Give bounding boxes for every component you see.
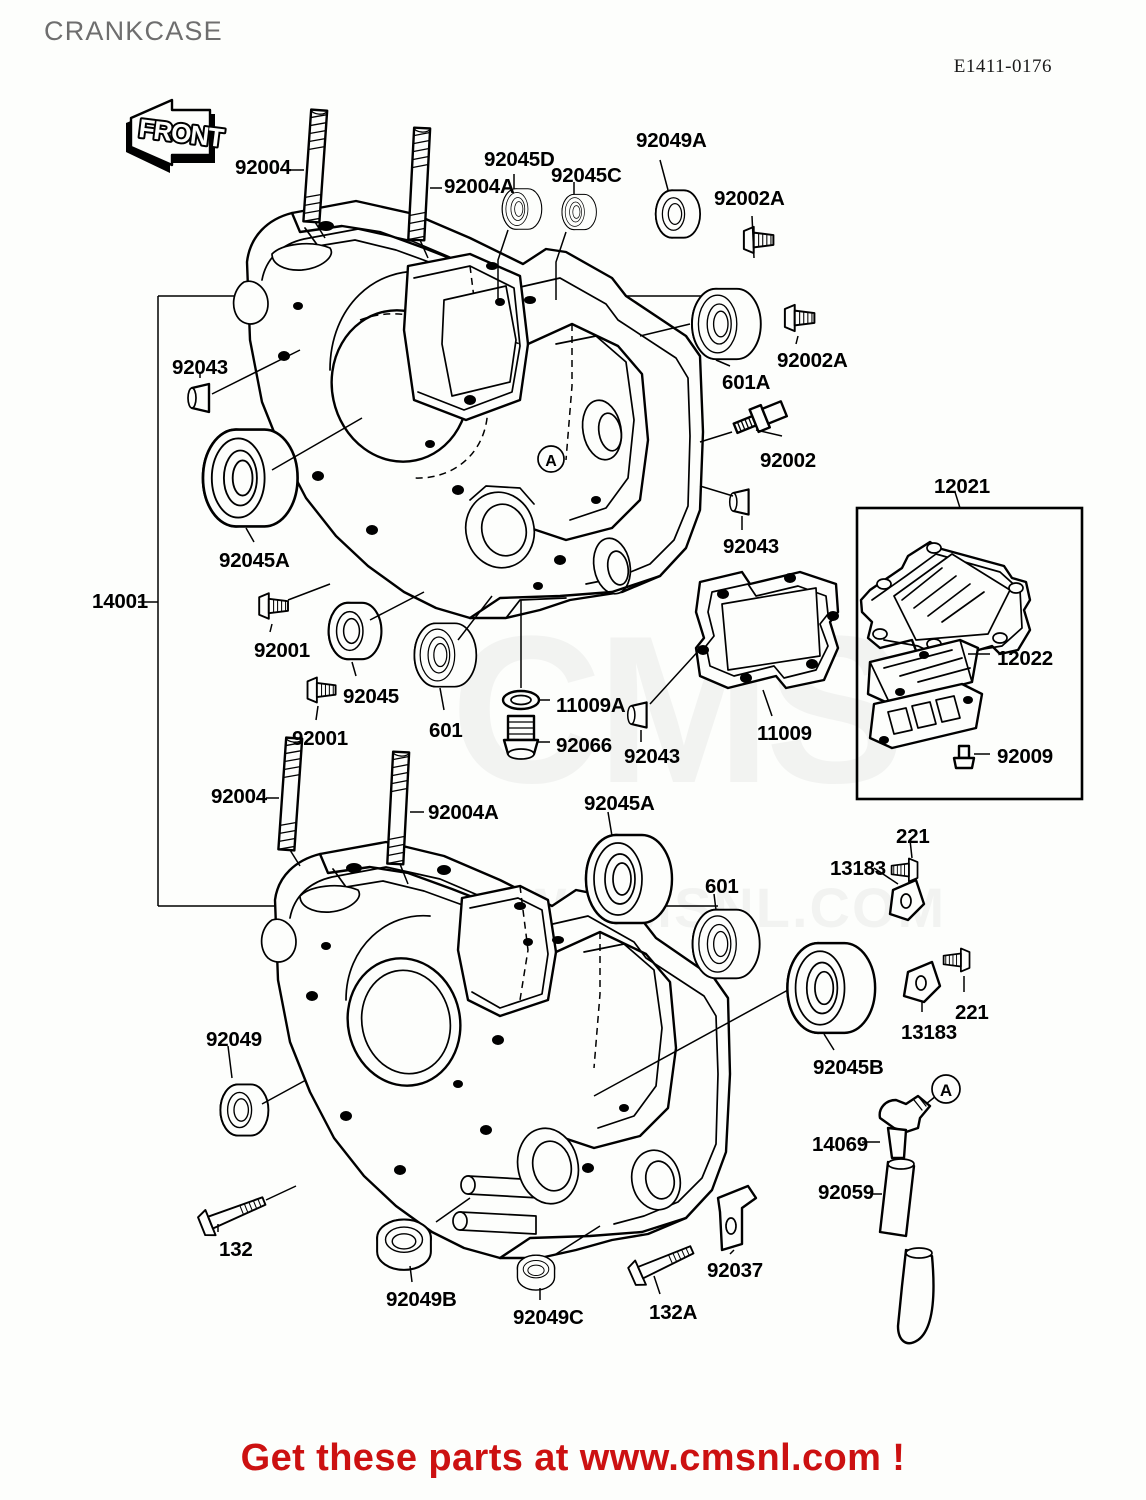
- callout-221[interactable]: 221: [955, 1001, 989, 1024]
- reference-marker-a-breather: A: [931, 1074, 961, 1104]
- callout-92045c[interactable]: 92045C: [551, 164, 622, 187]
- part-13183-clip-top: [873, 867, 926, 922]
- callout-92002a[interactable]: 92002A: [714, 187, 785, 210]
- callout-92066[interactable]: 92066: [556, 734, 613, 757]
- footer-cta: Get these parts at www.cmsnl.com !: [240, 1437, 906, 1479]
- part-132-bolt: [195, 1185, 297, 1240]
- part-92004-stud-top: [290, 108, 329, 239]
- part-92049-oil-seal: [219, 1045, 307, 1137]
- page-title: CRANKCASE: [44, 16, 223, 46]
- callout-132[interactable]: 132: [219, 1238, 253, 1261]
- callout-12022[interactable]: 12022: [997, 647, 1054, 670]
- callout-601a[interactable]: 601A: [722, 371, 771, 394]
- part-92002a-screw-top: [742, 215, 775, 259]
- callout-601[interactable]: 601: [429, 719, 463, 742]
- part-92049c-oil-seal: [516, 1225, 601, 1300]
- part-92066-drain-plug: [502, 714, 550, 760]
- callout-92043[interactable]: 92043: [723, 535, 780, 558]
- part-13183-clip-low: [902, 960, 942, 1012]
- part-221-screw-top: [890, 839, 919, 883]
- callout-13183[interactable]: 13183: [901, 1021, 958, 1044]
- part-92049b-oil-seal: [376, 1197, 471, 1283]
- part-92059-breather-hose: [870, 1158, 935, 1345]
- part-92004-stud-low: [266, 736, 304, 867]
- part-92002-plug: [699, 400, 789, 443]
- part-92009-screw: [952, 744, 990, 770]
- callout-92001[interactable]: 92001: [254, 639, 311, 662]
- part-12022-reed-petals: [866, 638, 990, 706]
- callout-92059[interactable]: 92059: [818, 1181, 875, 1204]
- callout-11009a[interactable]: 11009A: [556, 694, 626, 717]
- callout-92043[interactable]: 92043: [172, 356, 229, 379]
- callout-92045b[interactable]: 92045B: [813, 1056, 884, 1079]
- part-92049a-oil-seal: [654, 159, 702, 239]
- callout-92004[interactable]: 92004: [211, 785, 268, 808]
- part-92043-dowel-left: [186, 349, 301, 414]
- part-11009a-gasket: [501, 600, 550, 711]
- callout-92049[interactable]: 92049: [206, 1028, 263, 1051]
- callout-92004[interactable]: 92004: [235, 156, 292, 179]
- lower-crankcase-half: [260, 840, 732, 1260]
- callout-221[interactable]: 221: [896, 825, 930, 848]
- part-92001-screw-upper: [258, 583, 331, 633]
- part-92045b-bearing: [593, 941, 877, 1097]
- callout-132a[interactable]: 132A: [649, 1301, 698, 1324]
- part-92004a-stud-top: [407, 126, 442, 259]
- callout-12021[interactable]: 12021: [934, 475, 991, 498]
- reference-marker-a-crankcase: A: [537, 445, 565, 473]
- part-601-bearing-upper: [413, 595, 493, 711]
- part-92043-dowel-mid: [699, 485, 750, 530]
- callout-11009[interactable]: 11009: [757, 722, 812, 745]
- callout-92004a[interactable]: 92004A: [444, 175, 515, 198]
- callout-92045[interactable]: 92045: [343, 685, 400, 708]
- part-221-screw-low: [942, 947, 971, 992]
- upper-crankcase-half: [232, 199, 705, 620]
- diagram-code: E1411-0176: [953, 56, 1052, 77]
- svg-text:A: A: [545, 453, 557, 470]
- callout-14069[interactable]: 14069: [812, 1133, 869, 1156]
- part-11009-reed-gasket: [694, 570, 840, 717]
- callout-92009[interactable]: 92009: [997, 745, 1054, 768]
- callout-92002[interactable]: 92002: [760, 449, 817, 472]
- part-14069-breather-fitting: [862, 1094, 937, 1160]
- callout-92001[interactable]: 92001: [292, 727, 349, 750]
- part-92045a-bearing-upper: [201, 417, 363, 543]
- callout-14001[interactable]: 14001: [92, 590, 149, 613]
- callout-92049a[interactable]: 92049A: [636, 129, 707, 152]
- callout-92037[interactable]: 92037: [707, 1259, 764, 1282]
- callout-92049b[interactable]: 92049B: [386, 1288, 457, 1311]
- front-direction-marker: FRONT FRONT: [126, 98, 228, 173]
- part-reed-stopper-plate: [868, 682, 984, 750]
- callout-601[interactable]: 601: [705, 875, 739, 898]
- part-92004a-stud-low: [386, 750, 424, 885]
- callout-92002a[interactable]: 92002A: [777, 349, 848, 372]
- callout-92045a[interactable]: 92045A: [584, 792, 655, 815]
- callout-92045a[interactable]: 92045A: [219, 549, 290, 572]
- part-92045-seal: [327, 591, 425, 677]
- callout-92004a[interactable]: 92004A: [428, 801, 499, 824]
- part-132a-bolt: [625, 1236, 699, 1295]
- part-601-bearing-lower: [691, 893, 761, 980]
- callout-92045d[interactable]: 92045D: [484, 148, 555, 171]
- part-92045c-bearing: [555, 182, 597, 300]
- assembly-box-12021: [855, 491, 1084, 801]
- part-92002a-screw-mid: [783, 303, 816, 345]
- part-12021-reed-valve-body: [859, 540, 1032, 664]
- part-92037-bracket: [716, 1184, 758, 1255]
- part-92045a-bearing-lower: [584, 811, 674, 925]
- part-92001-screw-lower: [306, 676, 337, 721]
- part-92045d-bearing: [497, 174, 543, 300]
- callout-92043[interactable]: 92043: [624, 745, 681, 768]
- callout-92049c[interactable]: 92049C: [513, 1306, 584, 1329]
- svg-text:A: A: [940, 1081, 952, 1100]
- part-601a-bearing: [639, 287, 762, 367]
- callout-13183[interactable]: 13183: [830, 857, 887, 880]
